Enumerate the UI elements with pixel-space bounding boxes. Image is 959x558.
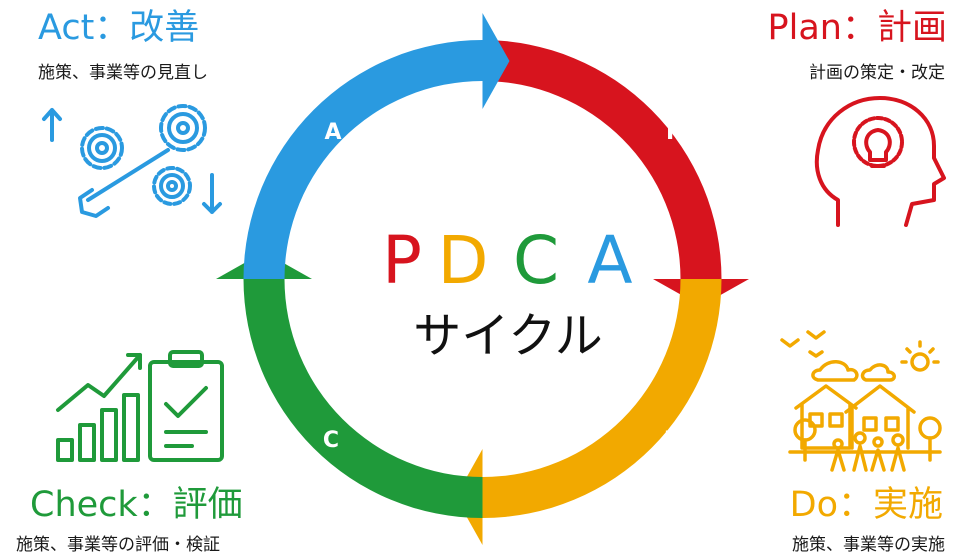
center-subtitle: サイクル [413,308,603,364]
ring-letter-c: C [323,428,339,453]
center-letter-a: A [587,222,632,299]
act-heading: Act：改善 [38,8,200,48]
ring-segment-plan [482,40,749,306]
ring-segment-act [243,13,510,279]
pdca-ring [216,13,749,545]
ring-segment-do [455,279,722,545]
plan-heading: Plan：計画 [767,8,947,48]
community-houses-icon [780,330,942,472]
act-description: 施策、事業等の見直し [38,63,208,83]
center-letter-c: C [513,222,559,299]
center-letter-d: D [438,222,489,299]
do-description: 施策、事業等の実施 [792,535,945,555]
ring-letter-d: D [664,428,682,453]
gears-wrench-icon [42,104,222,218]
plan-description: 計画の策定・改定 [809,63,945,83]
head-lightbulb-icon [814,96,946,227]
ring-letter-p: P [666,120,682,145]
ring-segment-check [216,252,483,518]
check-heading: Check：評価 [30,485,243,525]
chart-clipboard-icon [56,350,224,462]
do-heading: Do：実施 [789,485,943,525]
center-title: P D C A [382,222,632,299]
center-letter-p: P [382,222,422,299]
check-description: 施策、事業等の評価・検証 [16,535,220,555]
ring-letter-a: A [324,120,341,145]
